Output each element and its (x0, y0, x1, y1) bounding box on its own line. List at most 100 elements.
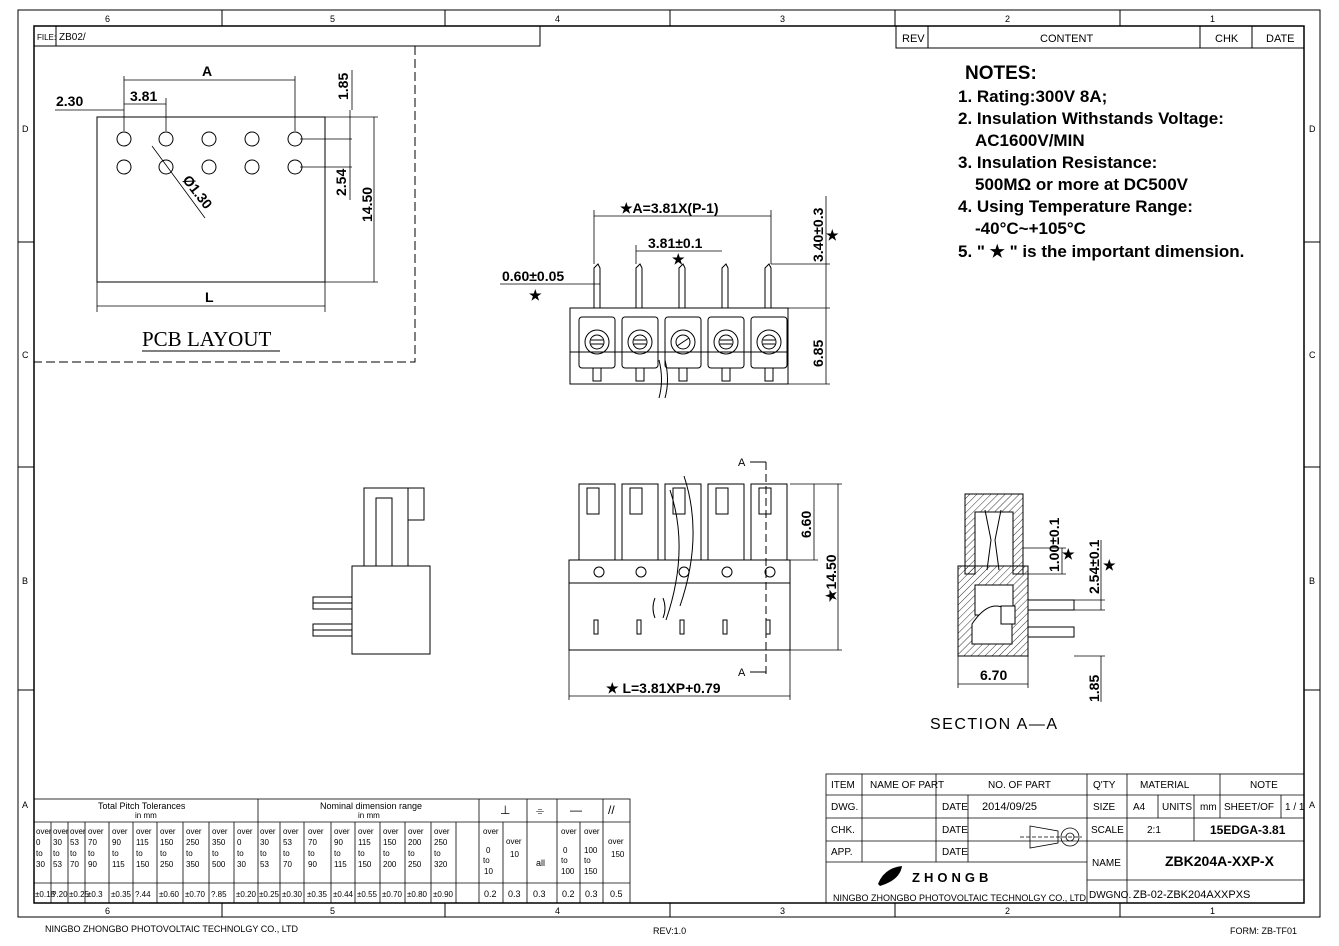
rev-header: REV (902, 33, 925, 45)
pitch-range-from: 250 (186, 838, 200, 847)
row-letter: B (22, 576, 28, 586)
content-header: CONTENT (1040, 33, 1093, 45)
nominal-range-from: 250 (434, 838, 448, 847)
over-label: over (186, 827, 202, 836)
lower-feet (592, 367, 774, 382)
front-view (500, 196, 830, 399)
chk-header: CHK (1215, 33, 1239, 45)
pitch-range-from: 90 (112, 838, 121, 847)
pcb-holes (116, 131, 303, 175)
pitch-range-from: 70 (88, 838, 97, 847)
app-label: APP. (831, 847, 853, 858)
over-label: over (237, 827, 253, 836)
over-label: over (483, 827, 499, 836)
sym-col: all (536, 858, 545, 868)
over-label: over (308, 827, 324, 836)
to-label: to (212, 849, 219, 858)
dim-pitch: 3.81±0.1 (648, 235, 703, 251)
dim-a-formula: ★A=3.81X(P-1) (620, 200, 719, 216)
col-number: 1 (1210, 14, 1215, 24)
over-label: over (136, 827, 152, 836)
to-label: to (283, 849, 290, 858)
nominal-range-to: 70 (283, 860, 292, 869)
row-letter: B (1309, 576, 1315, 586)
to-label: to (260, 849, 267, 858)
row-letter: A (22, 800, 28, 810)
over-label: over (212, 827, 228, 836)
dim-2-30: 2.30 (56, 93, 83, 109)
nominal-range-from: 0 (237, 838, 242, 847)
over-label: over (608, 837, 624, 846)
star-mark: ★ (672, 251, 685, 267)
no-of-part-label: NO. OF PART (988, 780, 1051, 791)
col-number: 2 (1005, 906, 1010, 916)
date-header: DATE (1266, 33, 1295, 45)
pitch-range-from: 30 (53, 838, 62, 847)
perp-val: 0.3 (508, 889, 521, 899)
pitch-range-to: 350 (186, 860, 200, 869)
col-number: 3 (780, 14, 785, 24)
dim-6-85: 6.85 (810, 340, 826, 367)
over-label: over (53, 827, 69, 836)
flat-range-from: 0 (563, 846, 568, 855)
note-line: 1. Rating:300V 8A; (958, 87, 1107, 106)
file-box: FILE: ZB02/ (33, 25, 541, 47)
to-label: to (36, 849, 43, 858)
over-label: over (358, 827, 374, 836)
col-number: 2 (1005, 14, 1010, 24)
nominal-range-from: 30 (260, 838, 269, 847)
to-label: to (308, 849, 315, 858)
nominal-tolerance-value: ±0.35 (307, 890, 328, 899)
dim-a: A (202, 63, 212, 79)
pitch-tolerance-value: ?.20 (52, 890, 68, 899)
size-value: A4 (1133, 802, 1146, 813)
nominal-range-from: 200 (408, 838, 422, 847)
top-view-labels: A A 6.60 ★14.50 ★ L=3.81XP+0.79 (606, 457, 839, 696)
dim-1-85: 1.85 (1086, 675, 1102, 702)
scale-value: 2:1 (1147, 825, 1161, 836)
dim-6-70: 6.70 (980, 667, 1007, 683)
dim-1-85: 1.85 (335, 73, 351, 100)
pitch-range-to: 53 (53, 860, 62, 869)
to-label: to (112, 849, 119, 858)
pin-set (593, 263, 772, 308)
pitch-range-from: 0 (36, 838, 41, 847)
section-mark: A (738, 457, 746, 469)
perp-range-to: 10 (484, 867, 493, 876)
note-label: NOTE (1250, 780, 1278, 791)
star-mark: ★ (826, 227, 839, 243)
nominal-title: Nominal dimension range (320, 801, 422, 811)
to-label: to (53, 849, 60, 858)
qty-label: Q'TY (1093, 780, 1116, 791)
name-label: NAME (1092, 858, 1121, 869)
row-letter: C (22, 350, 29, 360)
flat2-range-from: 100 (584, 846, 598, 855)
to-label: to (358, 849, 365, 858)
para-col: 150 (611, 850, 625, 859)
dim-hole-dia: Ø1.30 (180, 172, 216, 212)
col-number: 1 (1210, 906, 1215, 916)
item-label: ITEM (831, 780, 855, 791)
frame-markers: 6 5 4 3 2 1 6 5 4 3 2 1 D C B A D C B A (22, 14, 1316, 916)
perp-range-from: 0 (486, 846, 491, 855)
sheet-frame (17, 9, 1321, 918)
nominal-tolerance-value: ±0.30 (282, 890, 303, 899)
note-line: 500MΩ or more at DC500V (975, 175, 1189, 194)
screw-cages (578, 316, 788, 369)
row-letter: A (1309, 800, 1315, 810)
footer-company: NINGBO ZHONGBO PHOTOVOLTAIC TECHNOLGY CO… (45, 924, 299, 934)
sym-val: 0.3 (533, 889, 546, 899)
note-line: 2. Insulation Withstands Voltage: (958, 109, 1224, 128)
dim-l-formula: ★ L=3.81XP+0.79 (606, 680, 721, 696)
title-block (825, 773, 1305, 904)
sheet-value: 1 / 1 (1285, 802, 1305, 813)
over-label: over (383, 827, 399, 836)
pitch-tolerance-value: ±0.25 (69, 890, 90, 899)
parallel-symbol: // (608, 803, 615, 817)
dim-2-54: 2.54 (333, 169, 349, 196)
top-view (568, 461, 842, 700)
col-number: 3 (780, 906, 785, 916)
section-view-labels: 1.00±0.1 ★ 2.54±0.1 ★ 6.70 1.85 SECTION … (930, 517, 1116, 733)
nominal-tolerance-value: ±0.70 (382, 890, 403, 899)
